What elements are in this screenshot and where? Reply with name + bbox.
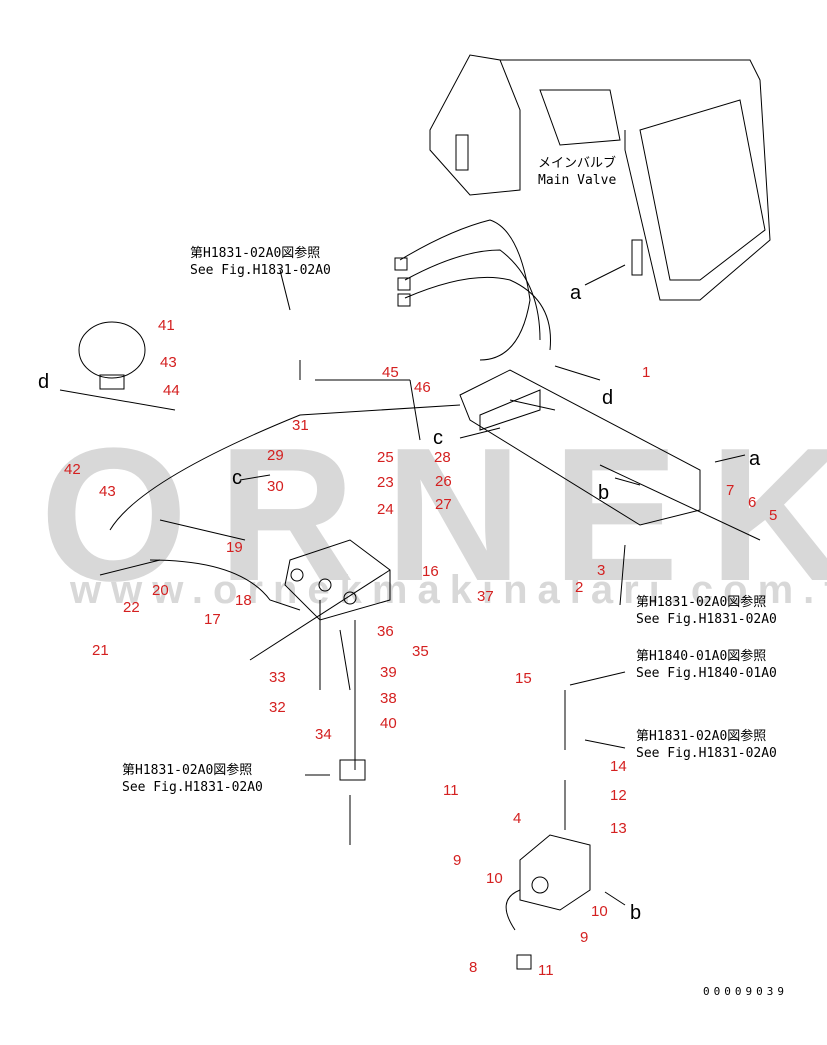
part-number-callout: 10 — [486, 870, 503, 887]
view-reference-letter: a — [749, 448, 761, 470]
part-number-callout: 30 — [267, 478, 284, 495]
part-number-callout: 15 — [515, 670, 532, 687]
part-number-callout: 38 — [380, 690, 397, 707]
part-number-callout: 11 — [538, 962, 554, 979]
part-number-callout: 20 — [152, 582, 169, 599]
reference-en: See Fig.H1840-01A0 — [636, 666, 777, 681]
part-number-callout: 4 — [513, 810, 522, 827]
reference-en: See Fig.H1831-02A0 — [636, 746, 777, 761]
see-figure-reference: 第H1831-02A0図参照 See Fig.H1831-02A0 — [636, 728, 777, 762]
part-number-callout: 43 — [160, 354, 177, 371]
part-number-callout: 28 — [434, 449, 451, 466]
part-number-callout: 32 — [269, 699, 286, 716]
part-number-callout: 3 — [597, 562, 606, 579]
view-reference-letter: a — [570, 282, 582, 304]
reference-en: See Fig.H1831-02A0 — [122, 780, 263, 795]
view-reference-letter: b — [630, 902, 642, 924]
watermark-logo: ORNEK — [40, 409, 827, 621]
part-number-callout: 6 — [748, 494, 757, 511]
part-number-callout: 12 — [610, 787, 627, 804]
part-number-callout: 24 — [377, 501, 394, 518]
part-number-callout: 14 — [610, 758, 627, 775]
see-figure-reference: 第H1831-02A0図参照 See Fig.H1831-02A0 — [122, 762, 263, 796]
part-number-callout: 46 — [414, 379, 431, 396]
part-number-callout: 41 — [158, 317, 175, 334]
part-number-callout: 21 — [92, 642, 109, 659]
part-number-callout: 17 — [204, 611, 221, 628]
part-number-callout: 34 — [315, 726, 332, 743]
part-number-callout: 36 — [377, 623, 394, 640]
part-number-callout: 42 — [64, 461, 81, 478]
part-number-callout: 13 — [610, 820, 627, 837]
view-reference-letter: c — [433, 427, 443, 449]
part-number-callout: 37 — [477, 588, 494, 605]
view-reference-letter: d — [38, 371, 50, 393]
drawing-code: 00009039 — [703, 985, 788, 998]
part-number-callout: 45 — [382, 364, 399, 381]
reference-jp: 第H1831-02A0図参照 — [636, 595, 767, 610]
reference-en: See Fig.H1831-02A0 — [190, 263, 331, 278]
reference-jp: 第H1840-01A0図参照 — [636, 649, 767, 664]
part-number-callout: 7 — [726, 482, 735, 499]
part-number-callout: 16 — [422, 563, 439, 580]
part-number-callout: 10 — [591, 903, 608, 920]
part-number-callout: 22 — [123, 599, 140, 616]
part-number-callout: 31 — [292, 417, 309, 434]
part-number-callout: 33 — [269, 669, 286, 686]
reference-jp: 第H1831-02A0図参照 — [122, 763, 253, 778]
part-number-callout: 2 — [575, 579, 584, 596]
main-valve-label: メインバルブ Main Valve — [538, 155, 616, 189]
part-number-callout: 39 — [380, 664, 397, 681]
reference-jp: 第H1831-02A0図参照 — [190, 246, 321, 261]
part-number-callout: 27 — [435, 496, 452, 513]
part-number-callout: 9 — [453, 852, 462, 869]
main-valve-jp: メインバルブ — [538, 156, 617, 171]
part-number-callout: 1 — [642, 364, 651, 381]
see-figure-reference: 第H1831-02A0図参照 See Fig.H1831-02A0 — [636, 594, 777, 628]
see-figure-reference: 第H1831-02A0図参照 See Fig.H1831-02A0 — [190, 245, 331, 279]
part-number-callout: 23 — [377, 474, 394, 491]
reference-en: See Fig.H1831-02A0 — [636, 612, 777, 627]
part-number-callout: 26 — [435, 473, 452, 490]
view-reference-letter: b — [598, 482, 610, 504]
part-number-callout: 29 — [267, 447, 284, 464]
part-number-callout: 43 — [99, 483, 116, 500]
part-number-callout: 9 — [580, 929, 589, 946]
part-number-callout: 8 — [469, 959, 478, 976]
view-reference-letter: d — [602, 387, 614, 409]
part-number-callout: 25 — [377, 449, 394, 466]
part-number-callout: 44 — [163, 382, 180, 399]
part-number-callout: 5 — [769, 507, 778, 524]
part-number-callout: 19 — [226, 539, 243, 556]
part-number-callout: 18 — [235, 592, 252, 609]
view-reference-letter: c — [232, 467, 242, 489]
part-number-callout: 40 — [380, 715, 397, 732]
watermark-url: www.ornekmakinalari.com.tr — [70, 568, 827, 612]
reference-jp: 第H1831-02A0図参照 — [636, 729, 767, 744]
main-valve-en: Main Valve — [538, 173, 617, 188]
part-number-callout: 11 — [443, 782, 459, 799]
part-number-callout: 35 — [412, 643, 429, 660]
see-figure-reference: 第H1840-01A0図参照 See Fig.H1840-01A0 — [636, 648, 777, 682]
